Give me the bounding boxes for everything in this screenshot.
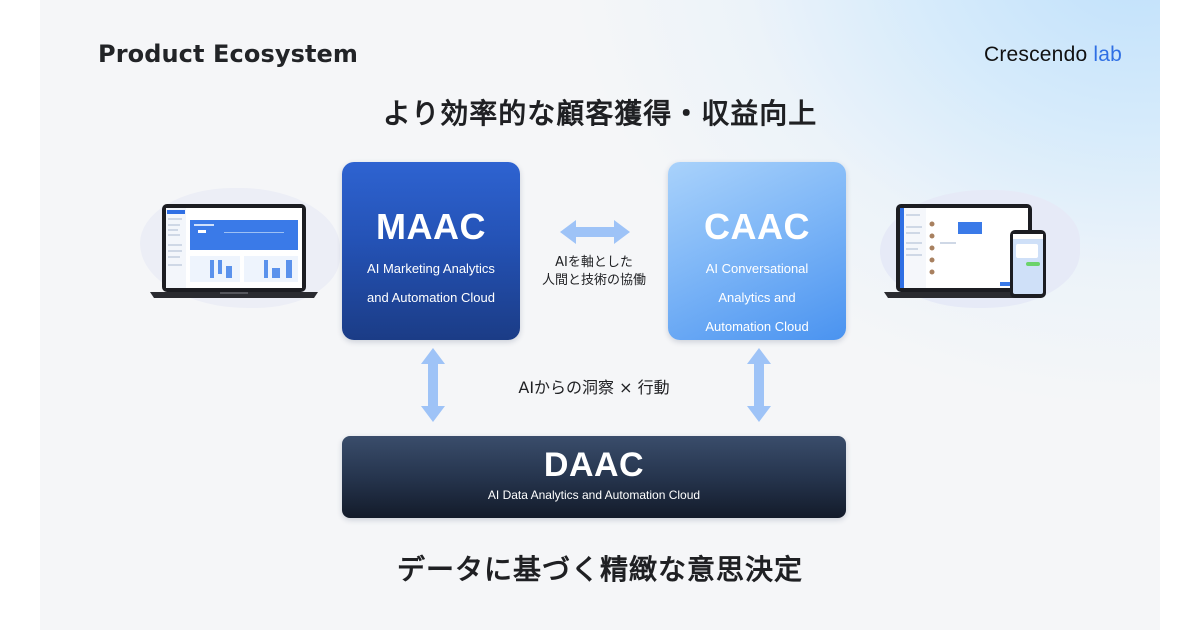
ecosystem-canvas: Product Ecosystem Crescendo lab より効率的な顧客… (40, 0, 1160, 630)
collaboration-label: AIを軸とした 人間と技術の協働 (520, 254, 668, 290)
caac-subtitle-line2: Analytics and (718, 290, 796, 305)
caac-subtitle-line3: Automation Cloud (705, 319, 809, 334)
caac-subtitle-line1: AI Conversational (705, 261, 809, 276)
laptop-dashboard-icon (150, 204, 318, 298)
headline-top: より効率的な顧客獲得・収益向上 (382, 97, 818, 130)
page-title: Product Ecosystem (98, 40, 359, 68)
maac-card[interactable]: MAAC AI Marketing Analytics and Automati… (342, 162, 520, 340)
bidirectional-arrow-vertical-right-icon (747, 348, 771, 422)
brand-accent: lab (1093, 43, 1122, 66)
collaboration-label-line1: AIを軸とした (555, 255, 633, 270)
daac-card[interactable]: DAAC AI Data Analytics and Automation Cl… (342, 436, 846, 518)
brand-logo: Crescendo lab (984, 43, 1122, 67)
caac-title: CAAC (704, 206, 810, 247)
bidirectional-arrow-horizontal-icon (560, 220, 630, 244)
headline-bottom: データに基づく精緻な意思決定 (396, 553, 803, 586)
collaboration-label-line2: 人間と技術の協働 (541, 273, 646, 288)
maac-subtitle-line2: and Automation Cloud (367, 290, 495, 305)
bidirectional-arrow-vertical-left-icon (421, 348, 445, 422)
daac-title: DAAC (543, 446, 645, 484)
maac-title: MAAC (376, 206, 486, 247)
laptop-phone-chat-icon (884, 204, 1046, 298)
caac-card[interactable]: CAAC AI Conversational Analytics and Aut… (668, 162, 846, 340)
insight-action-label: AIからの洞察 × 行動 (518, 378, 670, 397)
daac-subtitle: AI Data Analytics and Automation Cloud (487, 488, 701, 502)
brand-name: Crescendo (983, 43, 1088, 66)
maac-subtitle-line1: AI Marketing Analytics (367, 261, 495, 276)
